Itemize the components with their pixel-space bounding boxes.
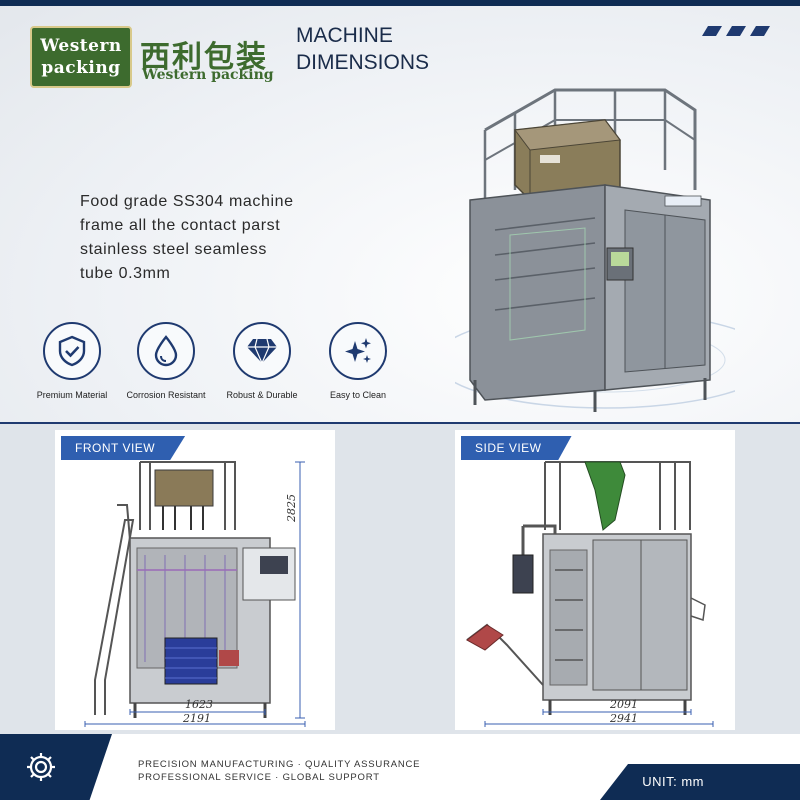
front-inner-width: 1623: [185, 698, 213, 711]
sparkle-icon: [329, 322, 387, 380]
side-view-panel: SIDE VIEW 2091 2941: [455, 430, 735, 730]
unit-label: UNIT: mm: [642, 774, 704, 789]
side-inner-width: 2091: [610, 698, 638, 711]
front-view-tab: FRONT VIEW: [61, 436, 186, 460]
feature-robust-durable: Robust & Durable: [220, 322, 304, 400]
description-line-3: stainless steel seamless: [80, 241, 267, 258]
front-view-drawing: [84, 461, 306, 727]
section-divider: [0, 422, 800, 424]
footer-taglines: PRECISION MANUFACTURING · QUALITY ASSURA…: [138, 758, 420, 784]
feature-label: Robust & Durable: [226, 390, 298, 400]
brand-english-name: Western packing: [142, 67, 274, 83]
footer-tagline-1: PRECISION MANUFACTURING · QUALITY ASSURA…: [138, 759, 421, 770]
gear-icon: [27, 753, 55, 781]
page-title: MACHINE DIMENSIONS: [296, 22, 429, 76]
feature-premium-material: Premium Material: [30, 322, 114, 400]
description-line-1: Food grade SS304 machine: [80, 193, 294, 210]
water-drop-icon: [137, 322, 195, 380]
views-section: FRONT VIEW 2825 1623 2191: [0, 424, 800, 734]
footer-accent: [0, 734, 112, 800]
top-section: Western packing 西利包装 Western packing MAC…: [0, 0, 800, 424]
side-view-drawing: [466, 461, 714, 727]
footer-tagline-2: PROFESSIONAL SERVICE · GLOBAL SUPPORT: [138, 772, 380, 783]
front-height-dimension: 2825: [285, 494, 298, 522]
top-accent-bar: [0, 0, 800, 6]
brand-logo: Western packing: [30, 26, 132, 88]
side-outer-width: 2941: [610, 712, 638, 725]
description-line-4: tube 0.3mm: [80, 265, 171, 282]
front-outer-width: 2191: [183, 712, 211, 725]
decorative-slashes: [702, 26, 770, 36]
footer: PRECISION MANUFACTURING · QUALITY ASSURA…: [0, 734, 800, 800]
diamond-icon: [233, 322, 291, 380]
description-line-2: frame all the contact parst: [80, 217, 281, 234]
title-line-1: MACHINE: [296, 24, 393, 47]
front-view-panel: FRONT VIEW 2825 1623 2191: [55, 430, 335, 730]
title-line-2: DIMENSIONS: [296, 51, 430, 74]
unit-banner: UNIT: mm: [600, 764, 800, 800]
brand-chinese-name: 西利包装: [140, 40, 268, 75]
machine-3d-illustration: [455, 88, 735, 412]
machine-description: Food grade SS304 machine frame all the c…: [80, 190, 320, 286]
feature-label: Easy to Clean: [329, 390, 387, 400]
feature-label: Corrosion Resistant: [126, 390, 206, 400]
feature-corrosion-resistant: Corrosion Resistant: [124, 322, 208, 400]
logo-line-2: packing: [41, 58, 121, 78]
feature-list: Premium Material Corrosion Resistant Rob…: [30, 322, 390, 406]
shield-check-icon: [43, 322, 101, 380]
feature-easy-to-clean: Easy to Clean: [316, 322, 400, 400]
side-view-tab: SIDE VIEW: [461, 436, 572, 460]
feature-label: Premium Material: [36, 390, 108, 400]
logo-line-1: Western: [40, 36, 122, 56]
